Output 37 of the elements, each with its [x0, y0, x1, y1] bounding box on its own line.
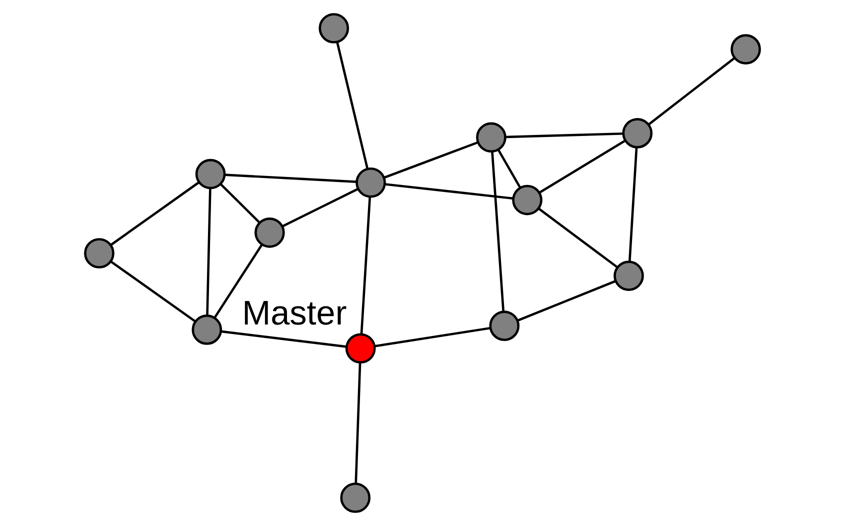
node-circle — [345, 333, 376, 364]
connector — [491, 152, 505, 312]
node-circle — [318, 13, 350, 44]
node-label: Master — [242, 294, 347, 332]
connector — [282, 188, 358, 228]
connector — [214, 244, 263, 318]
node-circle — [614, 260, 644, 291]
connector — [385, 183, 514, 200]
node-circle — [512, 184, 542, 216]
node-circle — [476, 122, 506, 153]
connector — [505, 132, 624, 138]
connector — [539, 140, 626, 194]
node-circle — [730, 34, 761, 64]
connector — [206, 188, 212, 316]
node-circle — [622, 118, 653, 148]
connector — [374, 326, 490, 348]
connector — [360, 196, 372, 334]
connector — [224, 174, 356, 184]
connector — [220, 330, 347, 348]
connector — [538, 208, 618, 268]
node-circle — [192, 314, 222, 345]
connector — [628, 147, 638, 262]
connector — [336, 42, 369, 169]
connector — [648, 57, 736, 126]
node-circle — [254, 217, 285, 248]
node-circle — [356, 167, 386, 198]
connector — [517, 280, 616, 322]
connector — [354, 362, 362, 484]
connector — [110, 181, 200, 246]
connector — [384, 142, 478, 179]
node-circle — [84, 238, 114, 268]
connector — [110, 260, 196, 322]
node-circle — [195, 158, 226, 190]
node-circle — [340, 482, 371, 513]
connector — [498, 150, 522, 188]
connector — [220, 183, 260, 224]
node-circle — [489, 310, 520, 342]
